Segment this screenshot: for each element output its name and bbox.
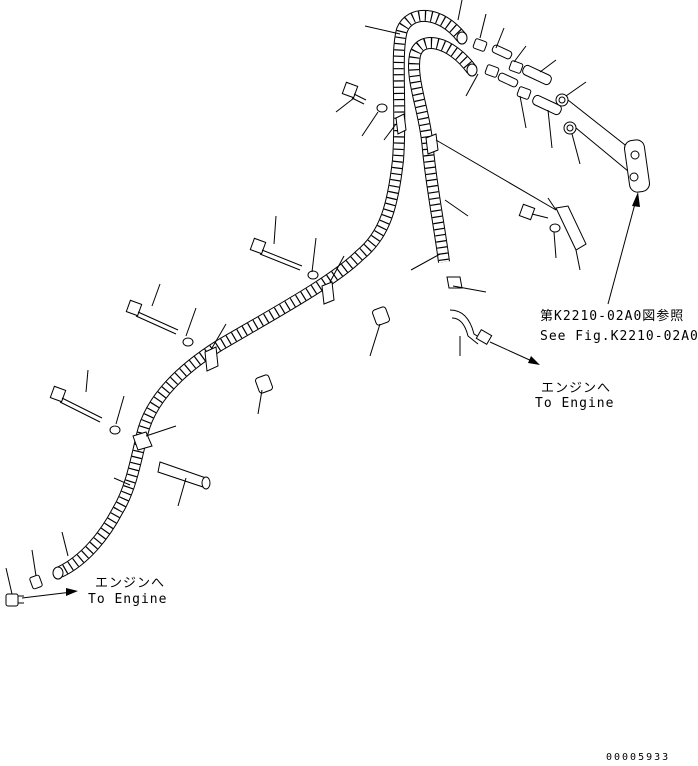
bolt-mid-2 <box>125 299 194 347</box>
figure-ref-jp: 第K2210-02A0図参照 <box>540 308 684 324</box>
secondary-wrapped-hose <box>408 37 478 263</box>
destination-right-jp: エンジンへ <box>541 381 611 396</box>
figure-ref-en: See Fig.K2210-02A0 <box>540 329 698 344</box>
destination-left-en: To Engine <box>88 592 167 607</box>
top-fittings <box>472 38 635 177</box>
bolt-low <box>49 385 121 435</box>
straight-tube <box>157 461 211 490</box>
destination-left-jp: エンジンへ <box>95 576 165 591</box>
hose-clips <box>132 113 439 451</box>
arrow-to-engine-right <box>489 341 540 365</box>
arrow-to-engine-left <box>21 588 78 599</box>
left-end-fittings <box>5 574 43 607</box>
main-wrapped-hose <box>52 10 468 580</box>
bolt-top <box>341 81 388 113</box>
leader-lines <box>5 0 587 595</box>
destination-right-en: To Engine <box>535 396 614 411</box>
mounting-plate <box>624 139 650 193</box>
arrow-to-fig-ref <box>607 192 640 305</box>
bolt-mid-1 <box>249 237 319 280</box>
bracket <box>518 203 587 251</box>
bent-fitting <box>446 276 493 346</box>
drawing-number: 00005933 <box>606 752 670 763</box>
spacers <box>255 306 390 394</box>
